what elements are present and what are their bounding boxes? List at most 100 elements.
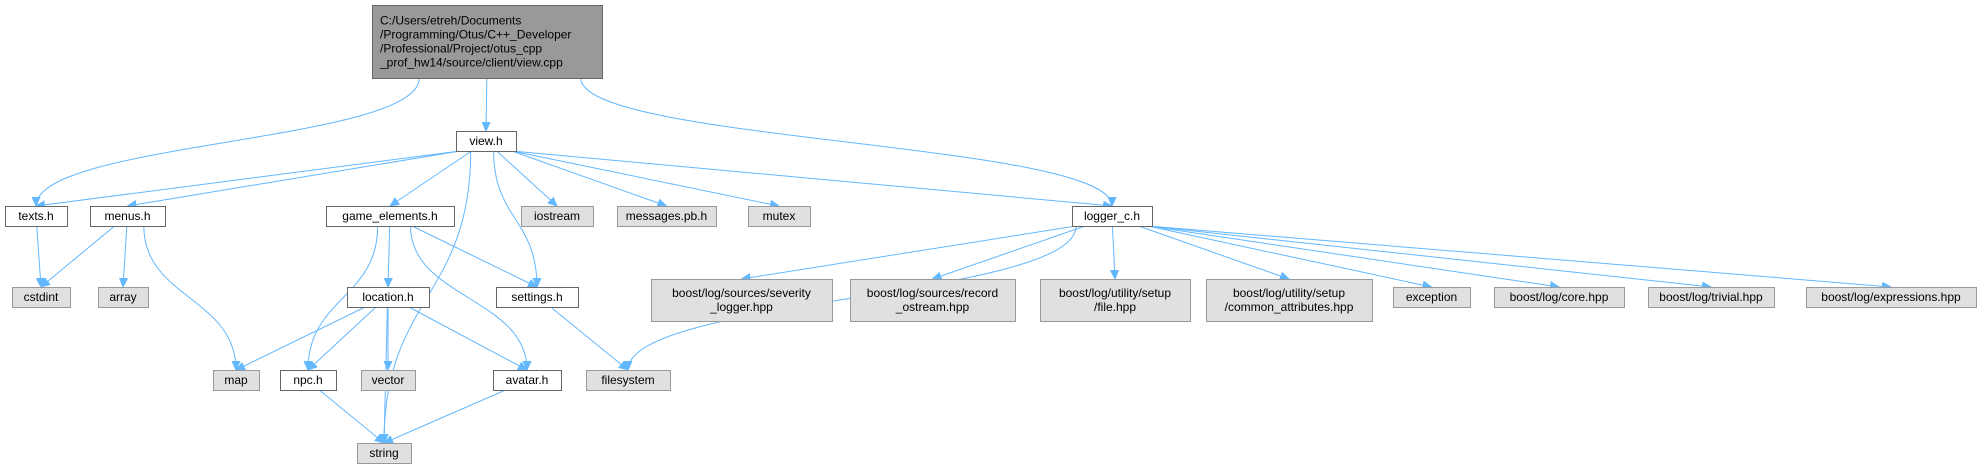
node-label-line: avatar.h [506, 373, 549, 387]
node-label-line: location.h [362, 290, 413, 304]
node-label-line: /Professional/Project/otus_cpp [380, 42, 542, 56]
node-box [1040, 279, 1191, 322]
node-label-line: _ostream.hpp [895, 300, 970, 314]
edge-location_h-to-npc_h [308, 306, 377, 370]
edge-settings_h-to-filesystem [550, 306, 628, 370]
node-box [1072, 206, 1153, 227]
node-box [456, 131, 517, 152]
node-label-line: settings.h [511, 290, 562, 304]
node-box [372, 5, 603, 79]
node-label-line: game_elements.h [342, 209, 437, 223]
node-label-line: boost/log/core.hpp [1510, 290, 1609, 304]
edge-logger_c_h-to-exception [1147, 225, 1432, 287]
edge-logger_c_h-to-trivial_hpp [1147, 225, 1711, 287]
edge-logger_c_h-to-expressions_hpp [1147, 225, 1891, 287]
node-exception: exception [1393, 287, 1471, 308]
node-label-line: cstdint [24, 290, 59, 304]
node-label-line: boost/log/sources/severity [672, 286, 811, 300]
node-box [493, 370, 562, 391]
edge-location_h-to-map [236, 306, 366, 370]
node-box [12, 287, 71, 308]
node-label-line: array [109, 290, 136, 304]
node-box [748, 206, 811, 227]
node-label-line: /file.hpp [1094, 300, 1136, 314]
node-box [496, 287, 579, 308]
edge-location_h-to-avatar_h [408, 306, 527, 370]
node-label-line: boost/log/sources/record [867, 286, 998, 300]
node-label-line: _logger.hpp [709, 300, 773, 314]
node-label-line: /Programming/Otus/C++_Developer [380, 28, 571, 42]
node-label-line: messages.pb.h [626, 209, 707, 223]
node-box [586, 370, 671, 391]
node-npc-h[interactable]: npc.h [280, 370, 337, 391]
node-label-line: boost/log/expressions.hpp [1821, 290, 1961, 304]
node-box [357, 443, 412, 464]
edge-view_h-to-texts_h [36, 150, 461, 206]
node-box [5, 206, 68, 227]
node-vector: vector [361, 370, 416, 391]
node-label-line: logger_c.h [1084, 209, 1140, 223]
edge-view_h-to-game_elements_h [390, 150, 472, 206]
edge-game_elements_h-to-avatar_h [410, 225, 527, 370]
node-box [651, 279, 833, 322]
edge-logger_c_h-to-record_ostream [933, 225, 1086, 279]
node-iostream: iostream [521, 206, 594, 227]
edge-view_h-to-messages_pb_h [511, 150, 667, 206]
edge-game_elements_h-to-settings_h [411, 225, 537, 287]
node-core-hpp: boost/log/core.hpp [1494, 287, 1625, 308]
node-settings-h[interactable]: settings.h [496, 287, 579, 308]
edge-npc_h-to-string [319, 389, 384, 443]
node-label-line: boost/log/utility/setup [1233, 286, 1345, 300]
node-label-line: exception [1406, 290, 1457, 304]
edge-menus_h-to-cstdint [41, 225, 115, 287]
node-box [90, 206, 166, 227]
node-label-line: filesystem [601, 373, 654, 387]
node-label-line: map [224, 373, 248, 387]
node-label-line: menus.h [104, 209, 150, 223]
node-box [1494, 287, 1625, 308]
node-box [361, 370, 416, 391]
node-view-h[interactable]: view.h [456, 131, 517, 152]
node-game-elements-h[interactable]: game_elements.h [326, 206, 455, 227]
edge-game_elements_h-to-npc_h [308, 225, 379, 370]
node-record-ostream: boost/log/sources/record_ostream.hpp [850, 279, 1016, 322]
node-box [280, 370, 337, 391]
edge-menus_h-to-map [143, 225, 236, 370]
node-cstdint: cstdint [12, 287, 71, 308]
node-logger-c-h[interactable]: logger_c.h [1072, 206, 1153, 227]
node-box [617, 206, 717, 227]
node-array: array [98, 287, 149, 308]
node-avatar-h[interactable]: avatar.h [493, 370, 562, 391]
node-box [1206, 279, 1373, 322]
node-label-line: texts.h [18, 209, 53, 223]
node-label-line: _prof_hw14/source/client/view.cpp [379, 56, 563, 70]
edge-view_h-to-iostream [496, 150, 557, 206]
edge-logger_c_h-to-setup_file [1112, 225, 1115, 279]
node-texts-h[interactable]: texts.h [5, 206, 68, 227]
node-menus-h[interactable]: menus.h [90, 206, 166, 227]
node-setup-file: boost/log/utility/setup/file.hpp [1040, 279, 1191, 322]
node-root[interactable]: C:/Users/etreh/Documents/Programming/Otu… [372, 5, 603, 79]
edge-view_h-to-mutex [511, 150, 779, 206]
node-label-line: mutex [763, 209, 796, 223]
node-box [1648, 287, 1775, 308]
node-box [1806, 287, 1977, 308]
node-common-attributes: boost/log/utility/setup/common_attribute… [1206, 279, 1373, 322]
node-label-line: boost/log/trivial.hpp [1659, 290, 1763, 304]
edge-root-to-logger_c_h [580, 77, 1112, 206]
node-box [213, 370, 260, 391]
node-location-h[interactable]: location.h [347, 287, 430, 308]
edge-logger_c_h-to-severity_logger [742, 225, 1077, 279]
nodes-layer: C:/Users/etreh/Documents/Programming/Otu… [5, 5, 1977, 464]
edge-logger_c_h-to-core_hpp [1147, 225, 1559, 287]
node-trivial-hpp: boost/log/trivial.hpp [1648, 287, 1775, 308]
node-map: map [213, 370, 260, 391]
edge-root-to-view_h [486, 77, 487, 131]
node-label-line: boost/log/utility/setup [1059, 286, 1171, 300]
node-box [98, 287, 149, 308]
node-label-line: C:/Users/etreh/Documents [380, 14, 521, 28]
node-box [326, 206, 455, 227]
node-label-line: /common_attributes.hpp [1225, 300, 1354, 314]
edge-avatar_h-to-string [384, 389, 506, 443]
